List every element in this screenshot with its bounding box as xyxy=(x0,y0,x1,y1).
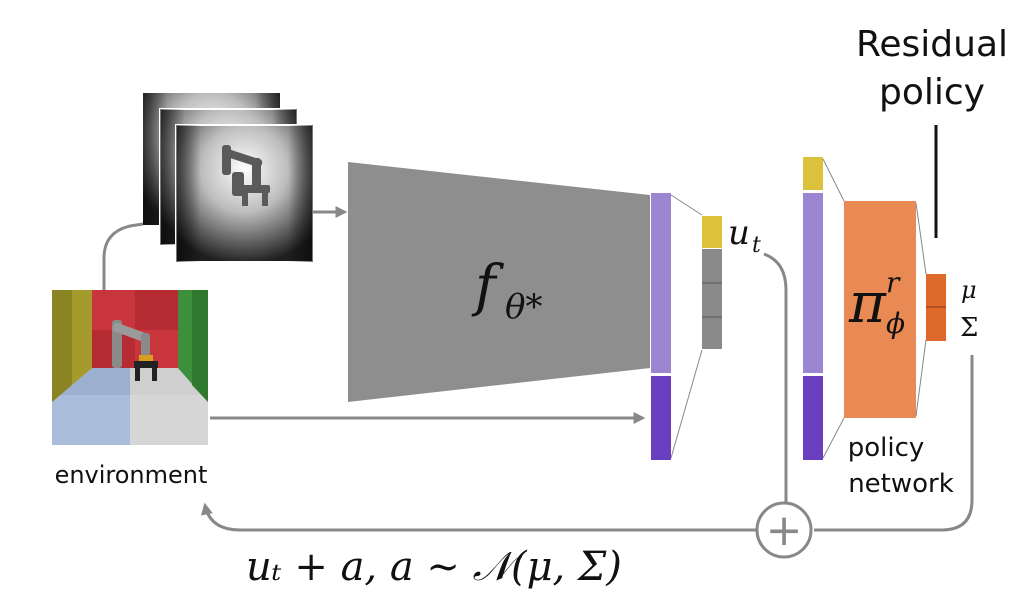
ut-to-sum-connector xyxy=(763,252,788,502)
sigma-label: Σ xyxy=(960,313,978,343)
ut-gold-block xyxy=(702,216,722,248)
policy-projection-bottom xyxy=(822,417,845,459)
policy-network-label: π r ϕ xyxy=(848,266,905,340)
policy-network-block xyxy=(844,201,916,418)
policy-label-line2: network xyxy=(848,469,954,499)
residual-label-line2: policy xyxy=(879,72,985,113)
environment-label: environment xyxy=(55,461,208,489)
policy-projection-top xyxy=(822,158,845,202)
action-formula: uₜ + a, a ∼ 𝒩(μ, Σ) xyxy=(246,544,622,590)
svg-text:t: t xyxy=(752,233,761,258)
sigma-to-sum-connector xyxy=(814,355,974,532)
encoder-network xyxy=(348,162,650,402)
sum-node: + xyxy=(755,501,813,559)
svg-text:π: π xyxy=(848,271,887,336)
environment-image xyxy=(52,290,208,445)
policy-input-light xyxy=(803,193,823,373)
projection-line-top xyxy=(670,194,703,216)
policy-input-dark xyxy=(803,376,823,460)
ut-gray-block xyxy=(702,249,722,349)
sum-to-environment-arrow xyxy=(201,502,757,532)
output-projection-bottom xyxy=(915,339,927,417)
projection-line-bottom xyxy=(670,349,703,459)
policy-input-gold xyxy=(803,157,823,190)
mu-label: μ xyxy=(961,276,977,304)
plus-icon: + xyxy=(766,505,803,556)
output-projection-top xyxy=(915,202,927,275)
svg-text:r: r xyxy=(886,266,901,299)
latent-feature-light xyxy=(651,193,671,373)
latent-feature-dark xyxy=(651,376,671,460)
depth-robot-arm-icon xyxy=(222,145,270,206)
environment-robot-arm-icon xyxy=(112,320,158,381)
policy-label-line1: policy xyxy=(848,433,925,463)
depth-image-stack xyxy=(143,93,314,263)
env-to-depth-connector xyxy=(102,222,144,290)
residual-label-line1: Residual xyxy=(856,24,1008,65)
svg-text:ϕ: ϕ xyxy=(886,307,905,340)
ut-label: u t xyxy=(728,213,761,258)
svg-text:θ*: θ* xyxy=(505,287,542,327)
depth-image-front xyxy=(175,124,314,263)
svg-text:u: u xyxy=(728,213,750,253)
